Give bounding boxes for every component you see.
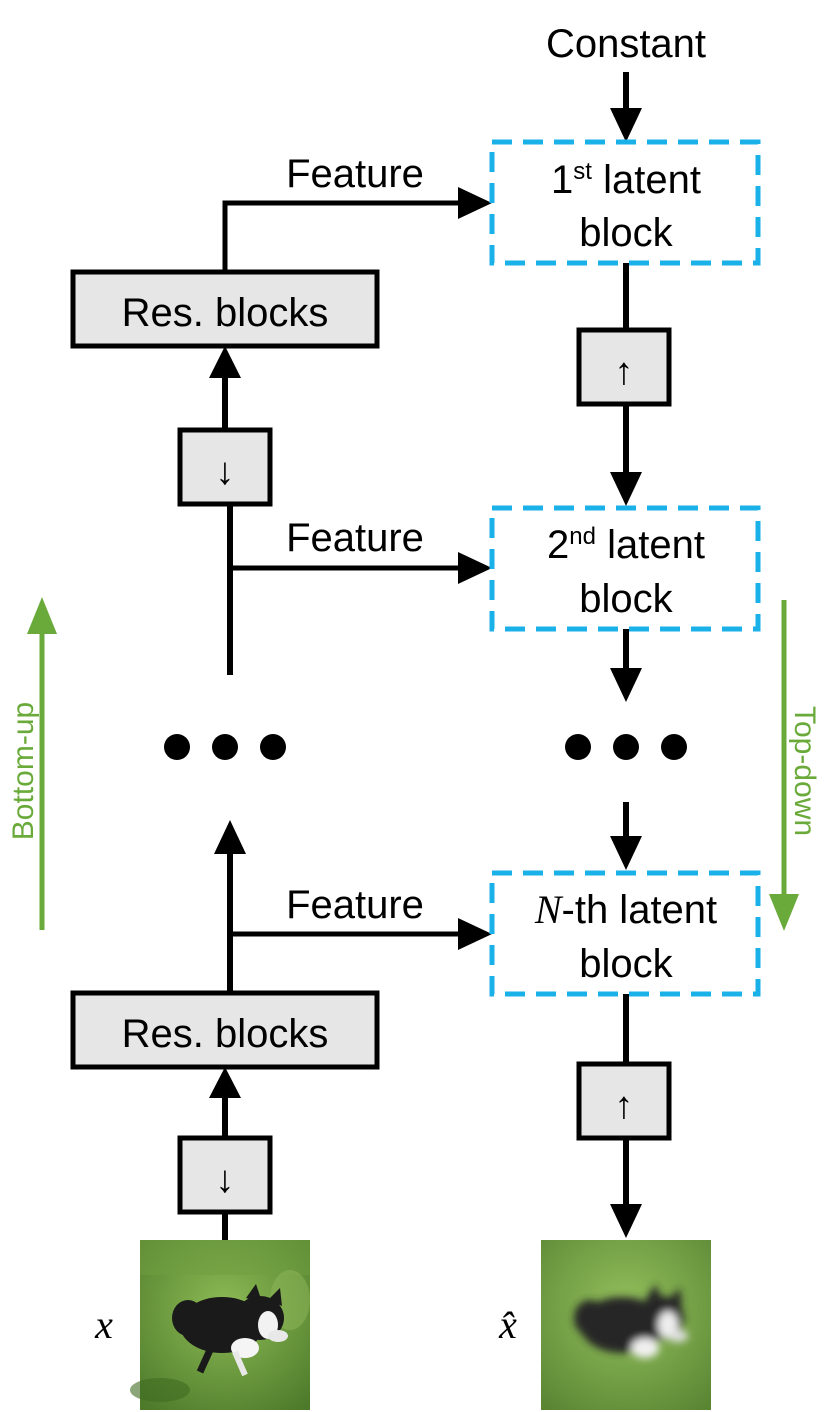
encoder-arrow-into-res-lower [209, 1067, 241, 1138]
top-down-label: Top-down [788, 706, 821, 836]
feature-arrow-2 [227, 504, 492, 675]
svg-text:↓: ↓ [216, 451, 235, 493]
bottom-up-arrow [27, 597, 57, 930]
latent-block-n: N-th latent block [489, 870, 761, 997]
svg-text:2nd latent: 2nd latent [547, 523, 705, 567]
upsample-box-lower: ↑ [576, 1061, 672, 1141]
res-block-upper: Res. blocks [70, 269, 380, 349]
input-image-dog [130, 1240, 310, 1410]
upsample-box-upper: ↑ [576, 327, 672, 407]
output-image-dog [541, 1240, 711, 1410]
svg-text:block: block [579, 211, 673, 255]
svg-text:Res. blocks: Res. blocks [122, 291, 329, 335]
constant-arrow [610, 72, 642, 142]
svg-text:↑: ↑ [615, 351, 634, 393]
svg-text:1st latent: 1st latent [551, 158, 701, 202]
latent-block-1: 1st latent block [489, 139, 761, 266]
svg-text:Res. blocks: Res. blocks [122, 1012, 329, 1056]
svg-text:↑: ↑ [615, 1085, 634, 1127]
feature-label-1: Feature [286, 152, 424, 196]
svg-text:↓: ↓ [216, 1159, 235, 1201]
decoder-arrow-to-output [610, 1138, 642, 1238]
encoder-arrow-into-res-upper [209, 346, 241, 430]
input-image-label: x [94, 1302, 113, 1347]
downsample-box-upper: ↓ [177, 427, 273, 507]
res-block-lower: Res. blocks [70, 990, 380, 1070]
constant-label: Constant [546, 22, 706, 66]
feature-arrow-n [214, 820, 492, 993]
decoder-arrow-to-ellipsis [610, 629, 642, 702]
svg-text:block: block [579, 942, 673, 986]
feature-label-2: Feature [286, 516, 424, 560]
decoder-arrow-to-latent-n [610, 802, 642, 870]
bottom-up-label: Bottom-up [7, 702, 40, 840]
feature-arrow-1 [222, 187, 492, 272]
top-down-arrow [769, 600, 799, 931]
downsample-box-lower: ↓ [177, 1135, 273, 1215]
decoder-arrow-to-latent-2 [610, 404, 642, 506]
feature-label-n: Feature [286, 883, 424, 927]
encoder-ellipsis [164, 734, 286, 760]
decoder-ellipsis [565, 734, 687, 760]
svg-text:N-th latent: N-th latent [534, 887, 717, 932]
output-image-label: x̂ [498, 1302, 517, 1347]
svg-text:block: block [579, 577, 673, 621]
latent-block-2: 2nd latent block [489, 505, 761, 632]
